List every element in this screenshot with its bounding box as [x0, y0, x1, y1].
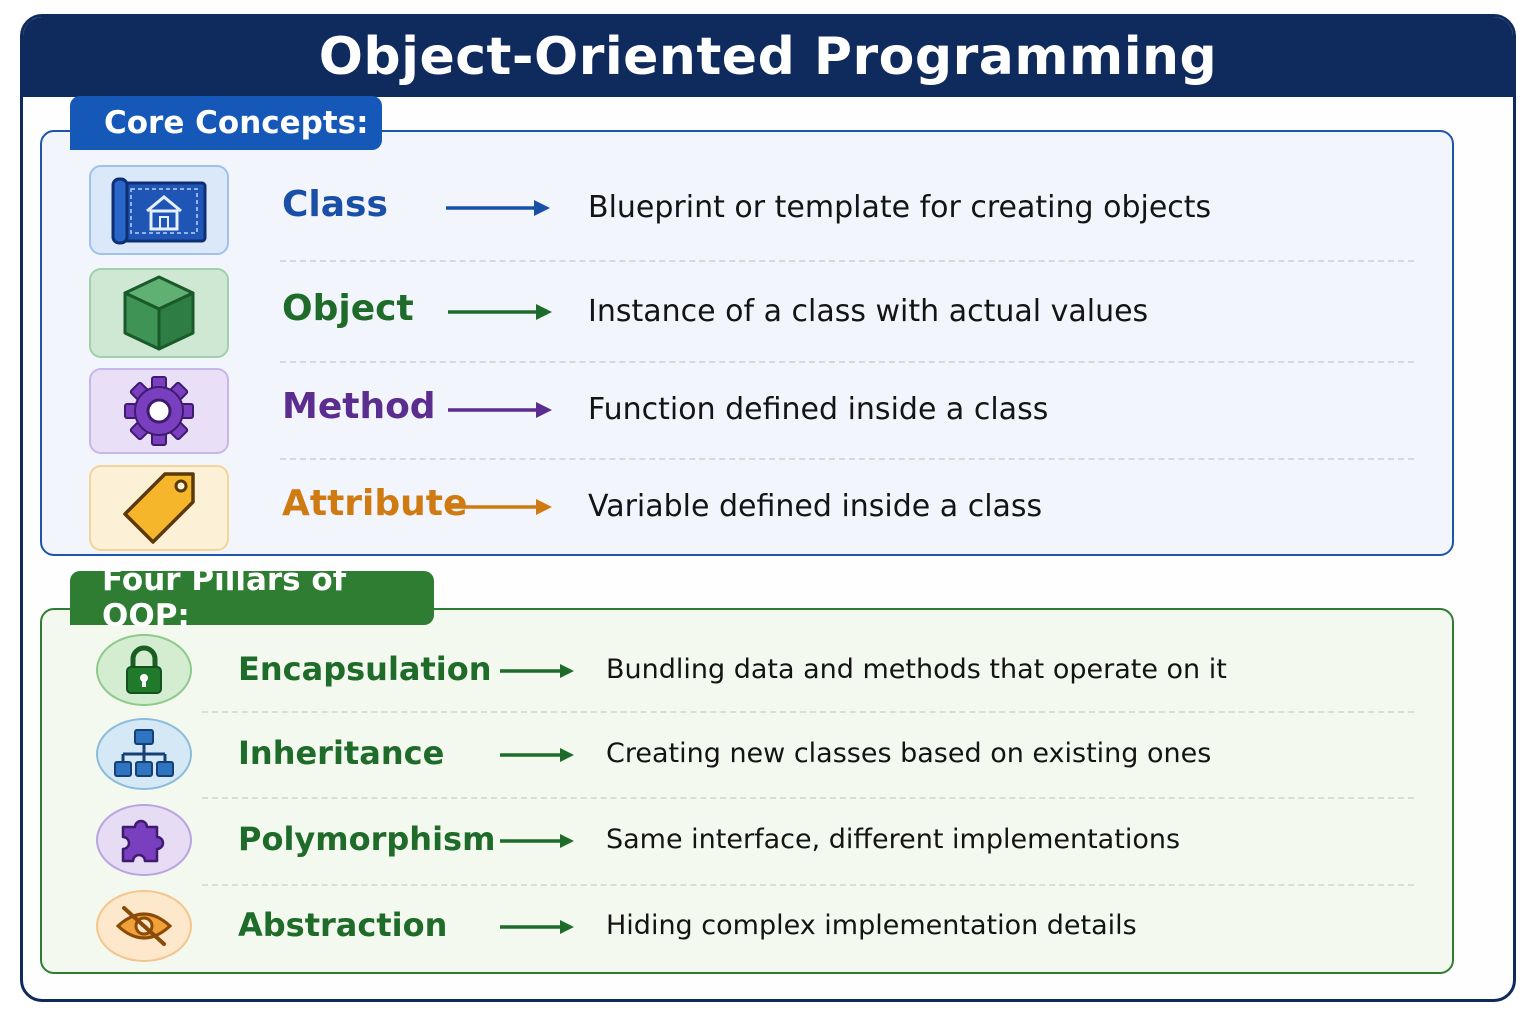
- term-attribute: Attribute: [282, 483, 468, 524]
- term-object: Object: [282, 288, 414, 329]
- cube-icon: [89, 268, 229, 358]
- row-divider: [280, 458, 1414, 460]
- row-divider: [280, 361, 1414, 363]
- row-divider: [202, 797, 1414, 799]
- core-concepts-panel: Class Blueprint or template for creating…: [40, 130, 1454, 556]
- four-pillars-heading: Four Pillars of OOP:: [70, 562, 434, 634]
- row-divider: [202, 711, 1414, 713]
- desc-abstraction: Hiding complex implementation details: [606, 910, 1137, 941]
- term-encapsulation: Encapsulation: [238, 650, 492, 688]
- term-abstraction: Abstraction: [238, 906, 448, 944]
- desc-class: Blueprint or template for creating objec…: [588, 190, 1212, 225]
- desc-inheritance: Creating new classes based on existing o…: [606, 738, 1212, 769]
- desc-polymorphism: Same interface, different implementation…: [606, 824, 1181, 855]
- arrow-icon: [448, 499, 552, 515]
- lock-icon: [96, 634, 192, 706]
- title-bar: Object-Oriented Programming: [23, 17, 1513, 97]
- desc-object: Instance of a class with actual values: [588, 294, 1149, 329]
- page-title: Object-Oriented Programming: [318, 27, 1218, 87]
- arrow-icon: [500, 748, 574, 762]
- desc-encapsulation: Bundling data and methods that operate o…: [606, 654, 1227, 685]
- term-method: Method: [282, 386, 436, 427]
- row-divider: [280, 260, 1414, 262]
- core-concepts-heading: Core Concepts:: [70, 96, 382, 150]
- desc-method: Function defined inside a class: [588, 392, 1049, 427]
- four-pillars-panel: Encapsulation Bundling data and methods …: [40, 608, 1454, 974]
- puzzle-icon: [96, 804, 192, 876]
- arrow-icon: [448, 402, 552, 418]
- eye-slash-icon: [96, 890, 192, 962]
- arrow-icon: [500, 834, 574, 848]
- desc-attribute: Variable defined inside a class: [588, 489, 1043, 524]
- blueprint-icon: [89, 165, 229, 255]
- term-inheritance: Inheritance: [238, 734, 445, 772]
- term-polymorphism: Polymorphism: [238, 820, 496, 858]
- hierarchy-icon: [96, 718, 192, 790]
- arrow-icon: [500, 920, 574, 934]
- tag-icon: [89, 465, 229, 551]
- term-class: Class: [282, 184, 388, 225]
- arrow-icon: [446, 200, 550, 216]
- row-divider: [202, 884, 1414, 886]
- arrow-icon: [500, 664, 574, 678]
- arrow-icon: [448, 304, 552, 320]
- gear-icon: [89, 368, 229, 454]
